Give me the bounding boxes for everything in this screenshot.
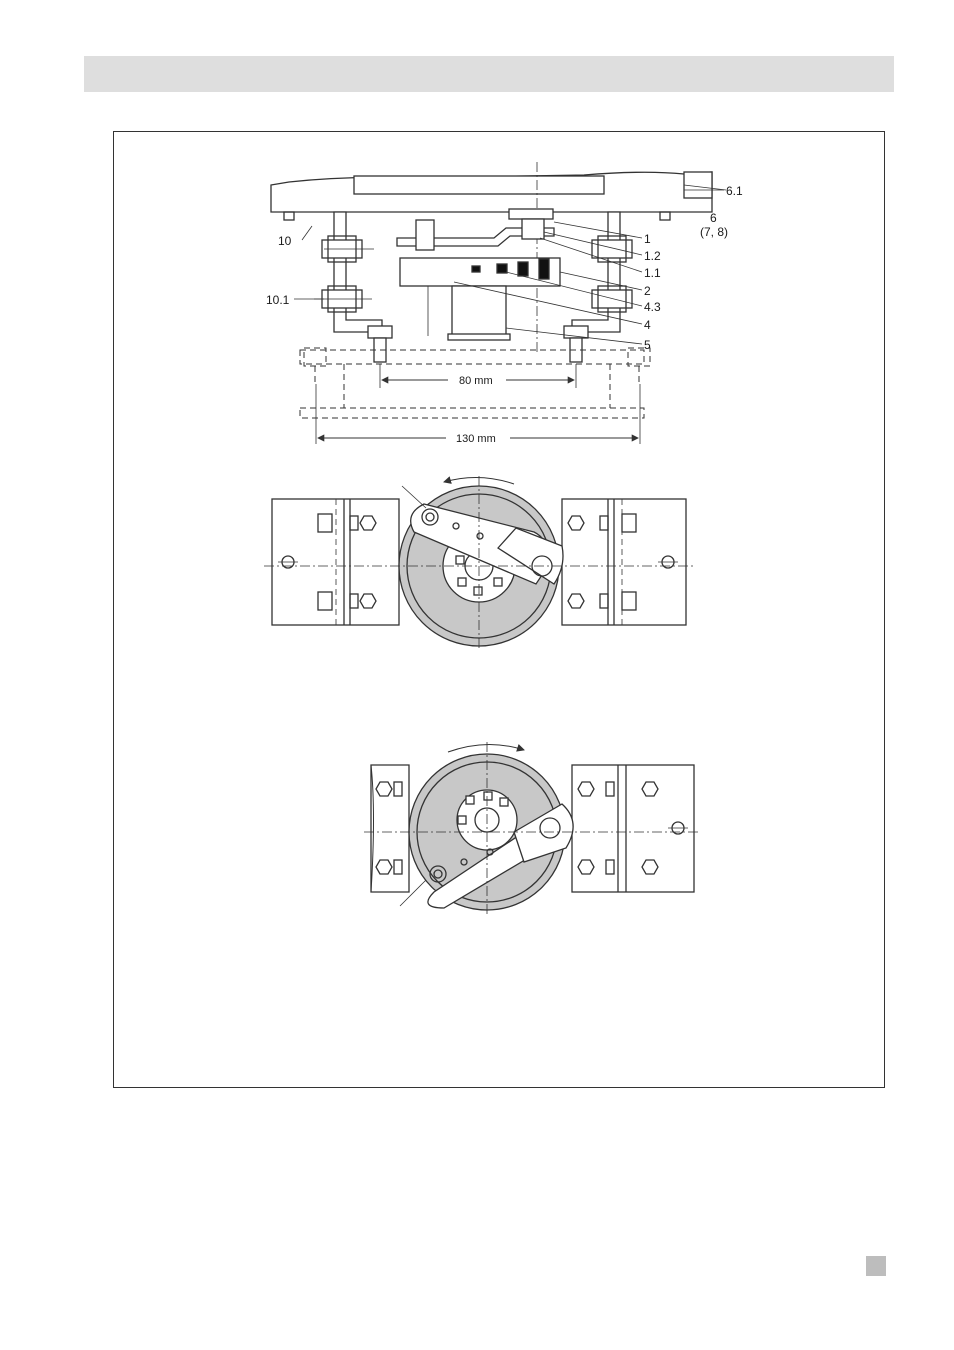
label-4-3: 4.3 [644, 300, 661, 314]
label-10-1: 10.1 [266, 293, 290, 307]
page-number-marker [866, 1256, 886, 1276]
label-1-2: 1.2 [644, 249, 661, 263]
label-5: 5 [644, 338, 651, 352]
label-1-1: 1.1 [644, 266, 661, 280]
label-7-8: (7, 8) [700, 225, 728, 239]
top-view-ccw [264, 476, 694, 648]
label-10: 10 [278, 234, 292, 248]
top-view-cw [364, 742, 699, 916]
dimension-130mm: 130 mm [456, 433, 496, 445]
dimension-80mm: 80 mm [459, 375, 493, 387]
header-bar [84, 56, 894, 92]
mounting-diagram: 6.1 6 (7, 8) 1 1.2 1.1 2 4.3 4 5 10 10.1… [114, 132, 886, 1089]
label-6-1: 6.1 [726, 184, 743, 198]
label-6: 6 [710, 211, 717, 225]
label-1: 1 [644, 232, 651, 246]
label-4: 4 [644, 318, 651, 332]
label-2: 2 [644, 284, 651, 298]
figure-frame: 6.1 6 (7, 8) 1 1.2 1.1 2 4.3 4 5 10 10.1… [113, 131, 885, 1088]
